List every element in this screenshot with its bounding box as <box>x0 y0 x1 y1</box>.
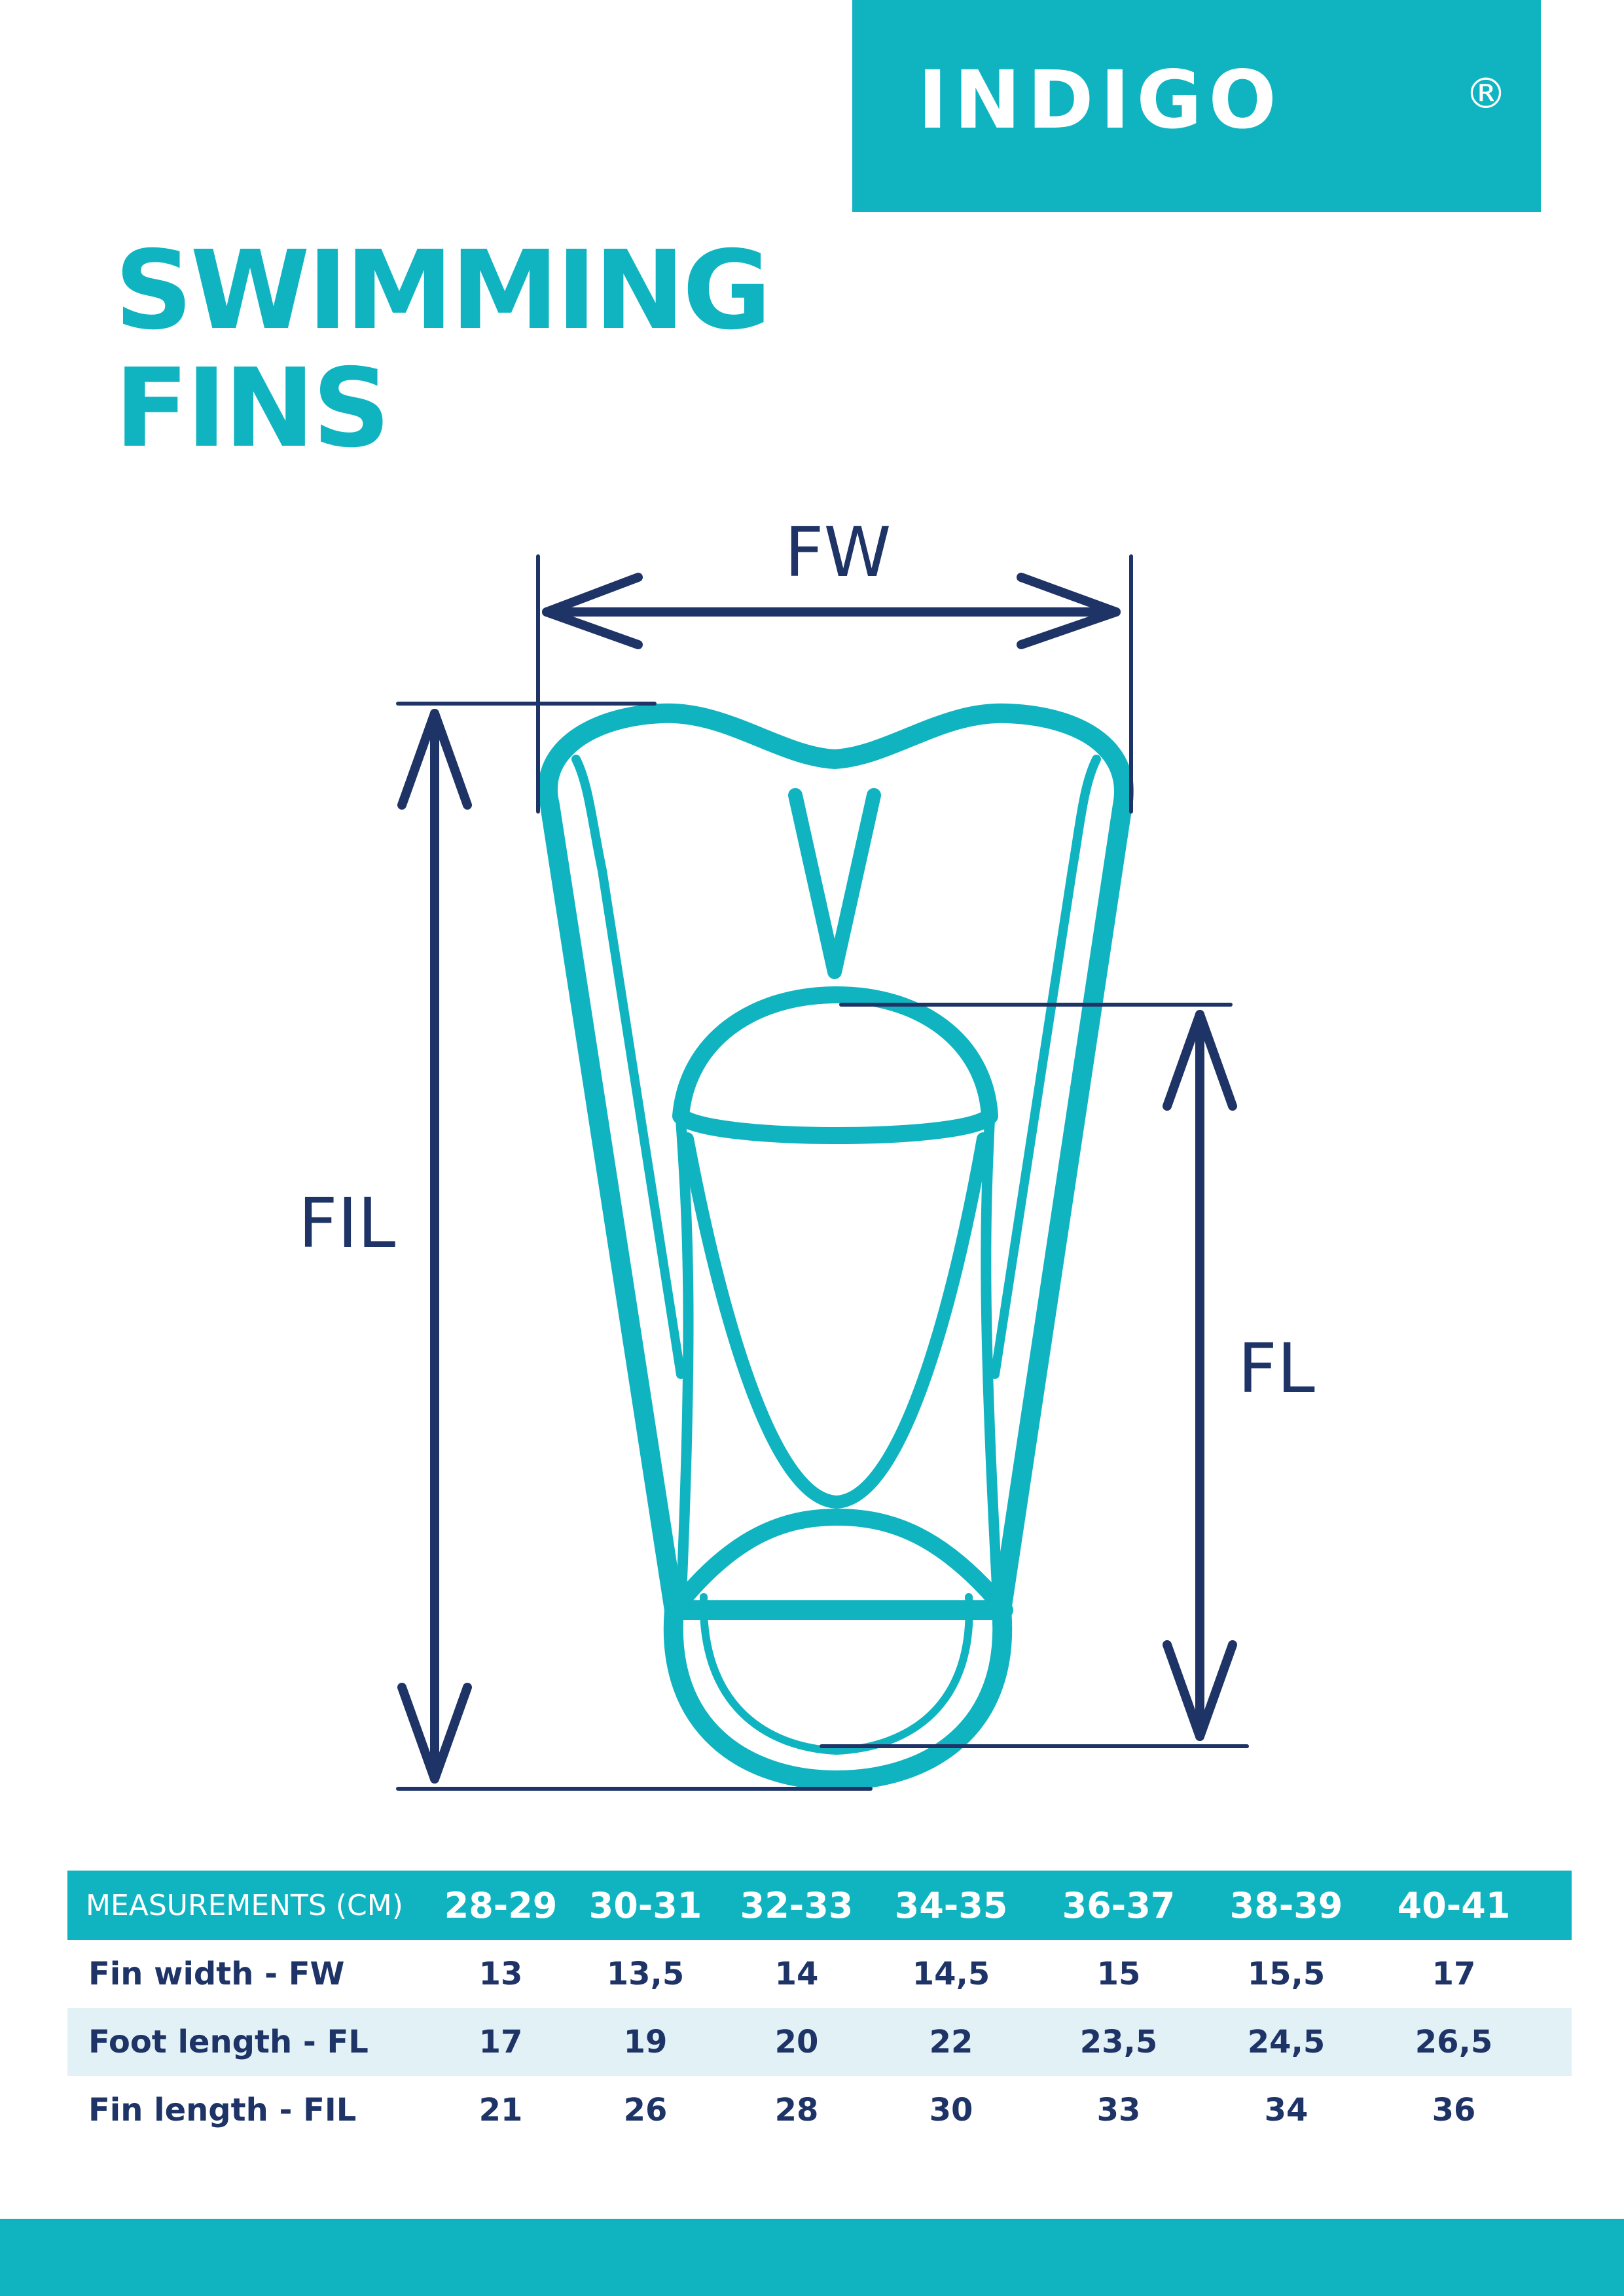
fin-outline <box>537 703 1134 1790</box>
fw-label: FW <box>785 512 892 592</box>
table-cell: 17 <box>478 2024 523 2060</box>
foot-pocket-left-side <box>676 1114 694 1615</box>
table-row: Foot length - FL 17 19 20 22 23,5 24,5 2… <box>67 2008 1572 2076</box>
table-cell: 36 <box>1432 2092 1476 2128</box>
brand-logo-box: INDIGO ® <box>852 0 1541 212</box>
table-cell: 33 <box>1096 2092 1141 2128</box>
size-chart-table: MEASUREMENTS (CM) 28-29 30-31 32-33 34-3… <box>67 1871 1572 2144</box>
fl-arrowhead-bottom <box>1163 1640 1237 1741</box>
registered-mark: ® <box>1465 70 1507 118</box>
row-label: Foot length - FL <box>88 2024 369 2060</box>
row-label: Fin length - FIL <box>88 2092 357 2128</box>
table-cell: 28 <box>774 2092 819 2128</box>
table-cell: 19 <box>623 2024 668 2060</box>
header-size: 36-37 <box>1062 1884 1176 1926</box>
table-cell: 13,5 <box>606 1956 685 1992</box>
table-cell: 26,5 <box>1415 2024 1493 2060</box>
header-size: 32-33 <box>740 1884 854 1926</box>
header-size: 30-31 <box>588 1884 702 1926</box>
foot-pocket-inner <box>681 1132 990 1509</box>
fl-label: FL <box>1238 1329 1315 1408</box>
table-row: Fin width - FW 13 13,5 14 14,5 15 15,5 1… <box>67 1940 1572 2008</box>
table-cell: 15,5 <box>1247 1956 1326 1992</box>
table-cell: 21 <box>478 2092 523 2128</box>
fin-rail-left <box>571 755 685 1379</box>
header-size: 28-29 <box>444 1884 558 1926</box>
brand-logo-text: INDIGO <box>918 54 1284 147</box>
table-cell: 14,5 <box>912 1956 990 1992</box>
row-label: Fin width - FW <box>88 1956 345 1992</box>
footer-bar <box>0 2219 1624 2296</box>
fil-arrowhead-bottom <box>397 1683 472 1784</box>
table-header-row: MEASUREMENTS (CM) 28-29 30-31 32-33 34-3… <box>67 1871 1572 1940</box>
fin-measurement-diagram: FW FIL FL <box>298 512 1315 1791</box>
table-cell: 30 <box>929 2092 973 2128</box>
page-title: SWIMMING FINS <box>115 228 772 472</box>
fw-arrowhead-right <box>1017 573 1121 649</box>
table-cell: 22 <box>929 2024 973 2060</box>
table-cell: 15 <box>1096 1956 1141 1992</box>
table-row: Fin length - FIL 21 26 28 30 33 34 36 <box>67 2076 1572 2144</box>
heel-bottom <box>663 1600 1013 1790</box>
table-cell: 26 <box>623 2092 668 2128</box>
center-v-mark <box>788 788 881 979</box>
fl-arrowhead-top <box>1163 1010 1237 1111</box>
heel-cross-curve <box>666 1509 1013 1619</box>
header-label: MEASUREMENTS (CM) <box>86 1888 403 1922</box>
foot-pocket-right-side <box>981 1114 1003 1615</box>
table-cell: 34 <box>1264 2092 1308 2128</box>
fw-arrowhead-left <box>542 573 643 649</box>
fin-blade-outer <box>537 703 1134 1620</box>
table-cell: 13 <box>478 1956 523 1992</box>
table-cell: 17 <box>1432 1956 1476 1992</box>
heel-inner-line <box>699 1593 973 1755</box>
table-cell: 20 <box>774 2024 819 2060</box>
fin-rail-right <box>990 755 1101 1379</box>
header-size: 40-41 <box>1397 1884 1511 1926</box>
table-cell: 23,5 <box>1079 2024 1158 2060</box>
title-line-2: FINS <box>115 346 391 472</box>
header-size: 38-39 <box>1229 1884 1343 1926</box>
fil-arrowhead-top <box>397 709 472 810</box>
header-size: 34-35 <box>894 1884 1008 1926</box>
table-cell: 14 <box>774 1956 819 1992</box>
foot-pocket-dome <box>672 986 998 1144</box>
fil-label: FIL <box>298 1183 395 1263</box>
dimension-lines <box>396 554 1249 1791</box>
title-line-1: SWIMMING <box>115 228 772 354</box>
table-cell: 24,5 <box>1247 2024 1326 2060</box>
